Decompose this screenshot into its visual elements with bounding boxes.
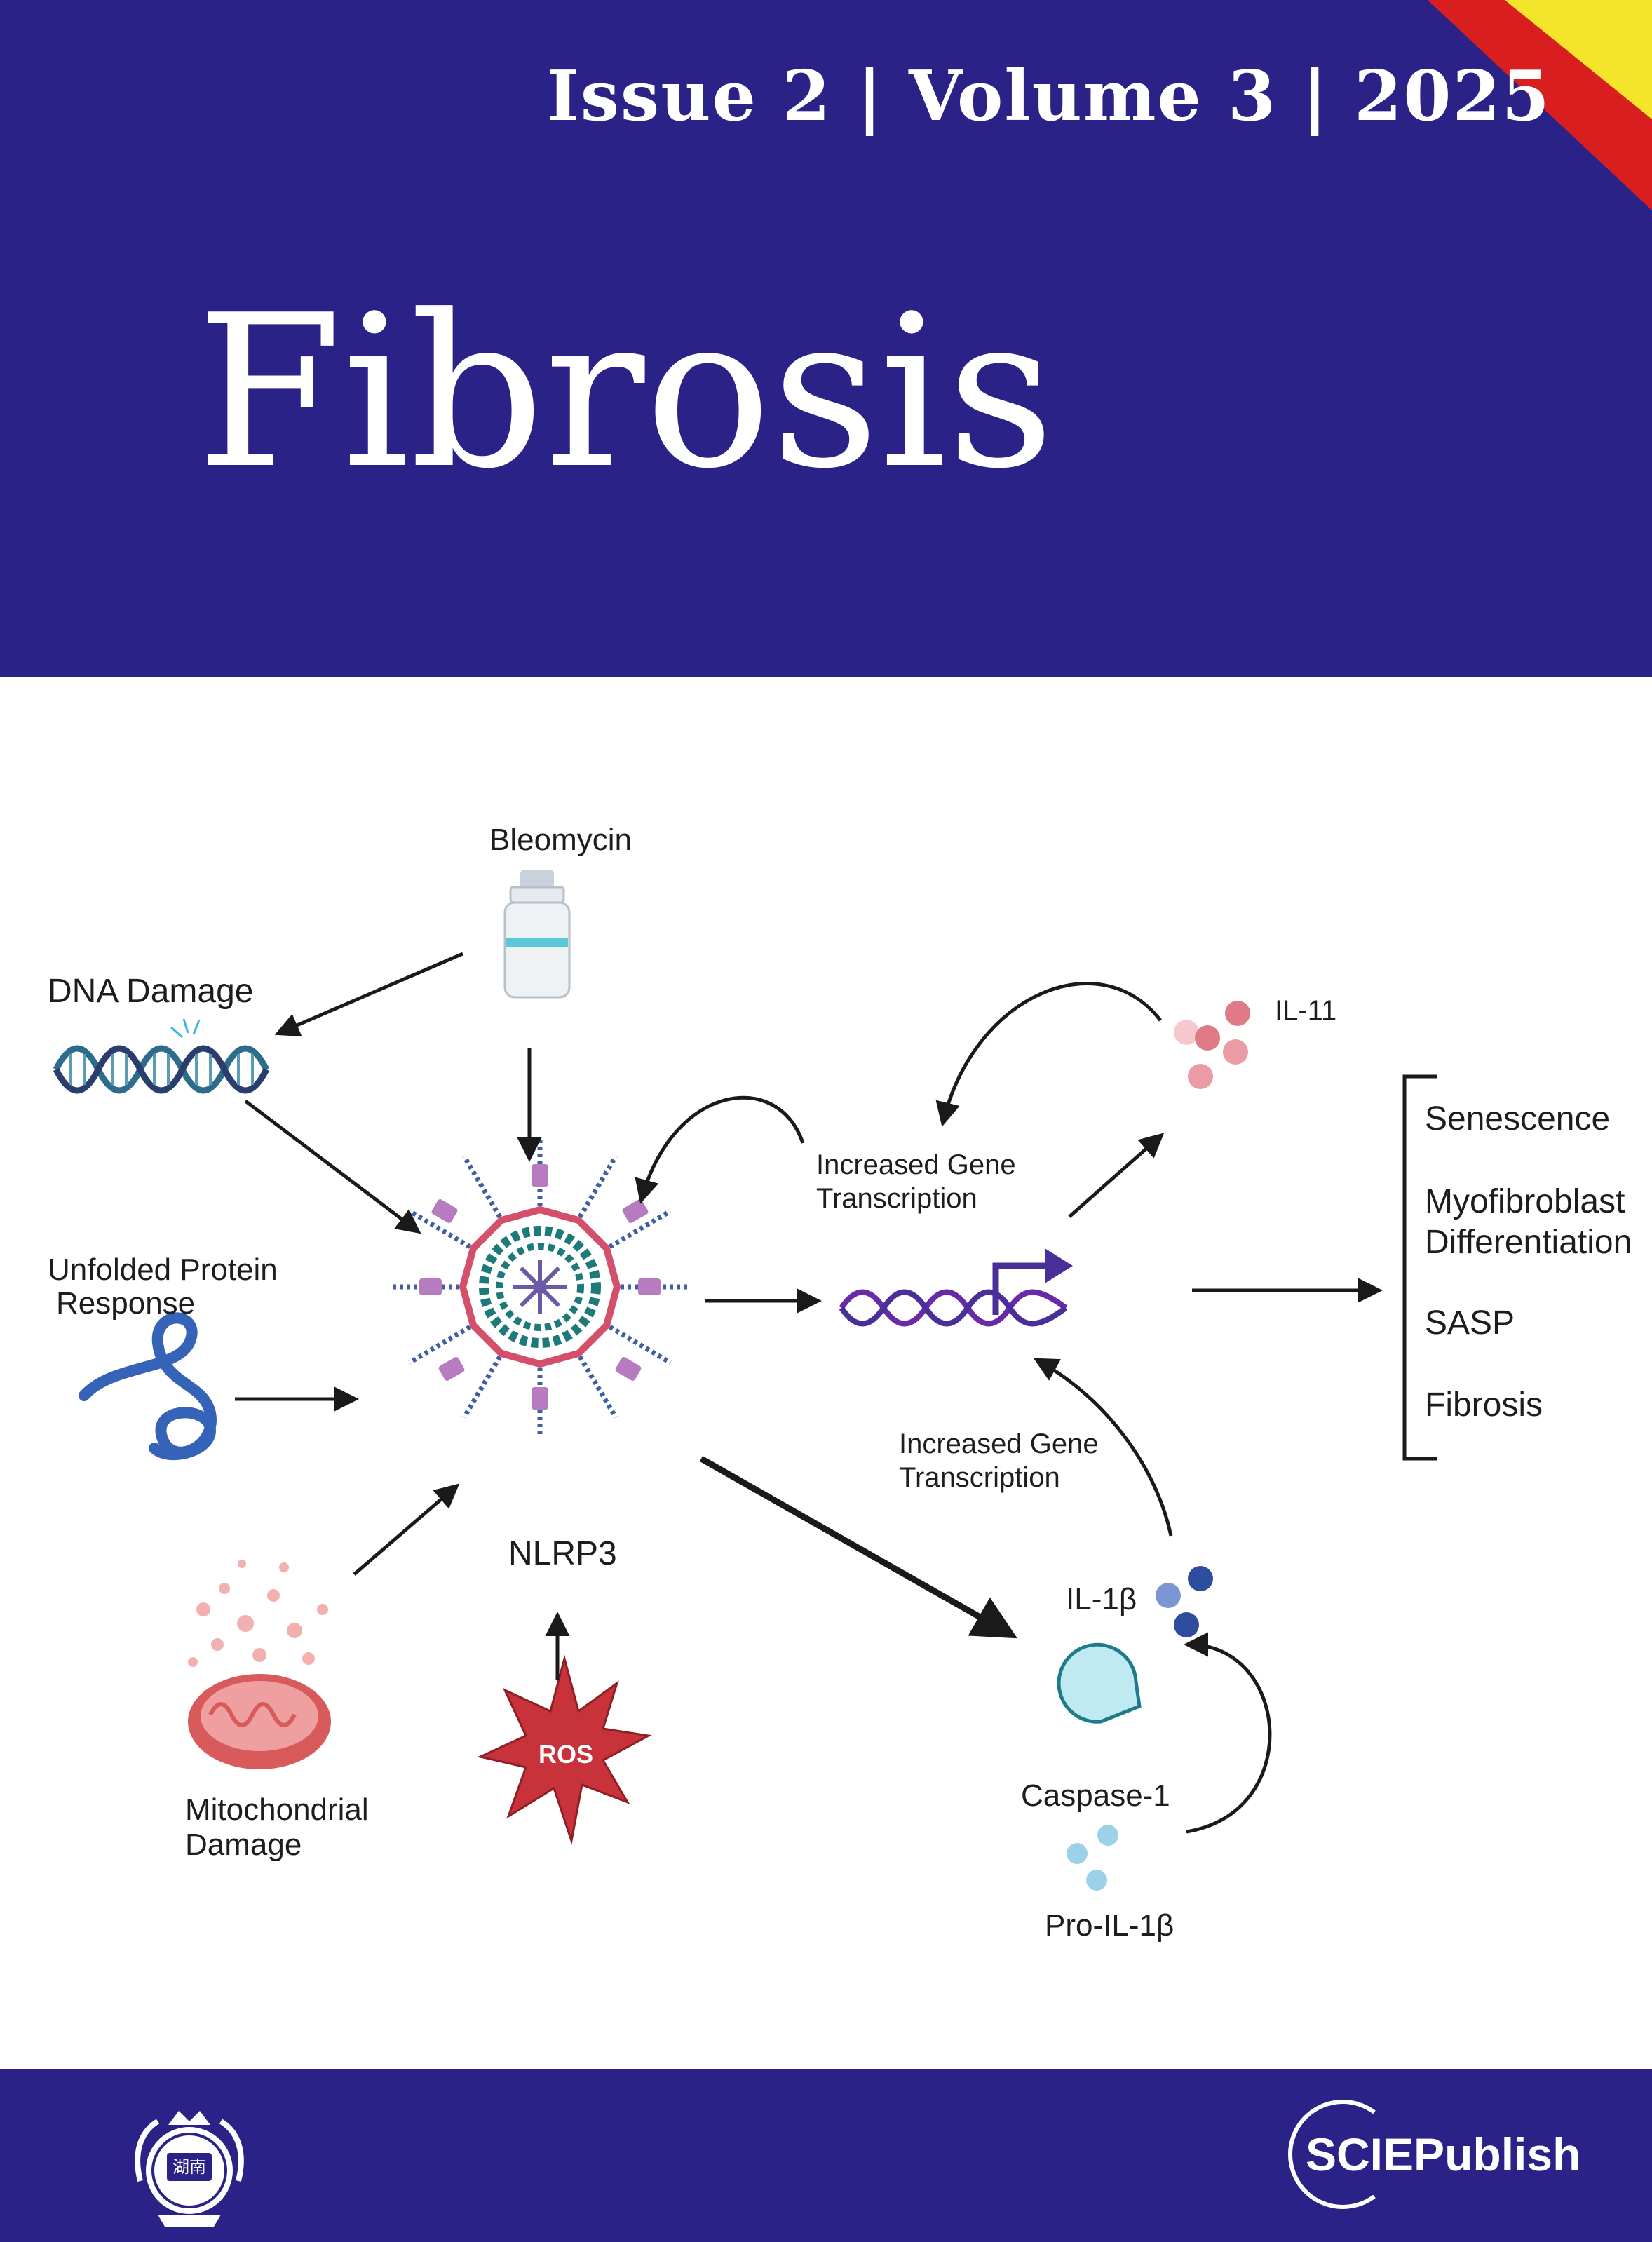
pathway-diagram	[53, 870, 1437, 1891]
arrow-caspase-to-il1b	[1184, 1632, 1272, 1834]
label-gene-transcription-top-line1: Increased Gene	[816, 1149, 1016, 1180]
arrow-il11-to-gene-feedback	[935, 982, 1162, 1127]
label-ros: ROS	[539, 1740, 594, 1769]
arrow-gene-to-nlrp3-feedback	[635, 1095, 805, 1204]
label-il1b: IL-1β	[1066, 1582, 1137, 1616]
label-unfolded-protein-line2: Response	[56, 1286, 196, 1321]
issue-volume-year: Issue 2 | Volume 3 | 2025	[547, 56, 1551, 137]
label-mitochondrial-line1: Mitochondrial	[185, 1792, 369, 1827]
label-gene-transcription-top-line2: Transcription	[816, 1183, 977, 1214]
label-caspase1: Caspase-1	[1021, 1778, 1170, 1813]
outcome-bracket	[1402, 1074, 1437, 1461]
label-unfolded-protein-line1: Unfolded Protein	[48, 1252, 278, 1287]
arrow-nlrp3-to-caspase	[699, 1456, 1017, 1639]
label-gene-transcription-bottom-line1: Increased Gene	[899, 1429, 1099, 1459]
cover-footer: 湖南 SCIEPublish	[0, 2069, 1652, 2242]
arrow-gene-to-il11	[1068, 1133, 1165, 1218]
inflammasome-icon	[389, 1136, 691, 1438]
arrow-mito-to-nlrp3	[353, 1483, 460, 1576]
arrow-bleomycin-to-dna	[274, 952, 463, 1036]
outcome-fibrosis: Fibrosis	[1425, 1386, 1543, 1424]
corner-stripe-decoration	[1428, 0, 1652, 210]
label-bleomycin: Bleomycin	[489, 823, 632, 857]
vial-icon	[503, 870, 571, 999]
label-il11: IL-11	[1275, 995, 1337, 1026]
cover-header: Issue 2 | Volume 3 | 2025 Fibrosis	[0, 0, 1652, 677]
outcome-differentiation: Differentiation	[1425, 1224, 1632, 1261]
university-seal-logo: 湖南	[135, 2111, 244, 2227]
label-mitochondrial-line2: Damage	[185, 1828, 302, 1862]
svg-text:湖南: 湖南	[172, 2157, 206, 2177]
label-dna-damage: DNA Damage	[48, 973, 254, 1010]
protein-coil-icon	[79, 1312, 217, 1460]
arrow-dna-to-nlrp3	[244, 1100, 421, 1234]
gene-promoter-icon	[839, 1248, 1073, 1327]
outcome-senescence: Senescence	[1425, 1100, 1611, 1137]
outcome-myofibroblast: Myofibroblast	[1425, 1183, 1625, 1220]
ros-burst-icon	[477, 1654, 652, 1845]
caspase-icon	[1057, 1642, 1142, 1724]
dna-helix-icon	[53, 1018, 270, 1094]
pro-il1b-dots-icon	[1067, 1825, 1118, 1891]
graphical-abstract: Bleomycin DNA Damage Unfolded Protein Re…	[0, 677, 1652, 2069]
journal-title: Fibrosis	[196, 270, 1055, 515]
label-gene-transcription-bottom-line2: Transcription	[899, 1462, 1060, 1493]
outcome-sasp: SASP	[1425, 1304, 1515, 1342]
label-pro-il1b: Pro-IL-1β	[1045, 1908, 1174, 1943]
publisher-name: SCIEPublish	[1306, 2128, 1581, 2180]
label-nlrp3: NLRP3	[508, 1535, 617, 1572]
il11-dots-icon	[1174, 1001, 1250, 1089]
arrow-il1b-to-gene	[1033, 1358, 1173, 1537]
il1b-dots-icon	[1156, 1566, 1213, 1637]
mitochondrion-icon	[188, 1560, 331, 1769]
publisher-logo: SCIEPublish	[1262, 2098, 1585, 2210]
